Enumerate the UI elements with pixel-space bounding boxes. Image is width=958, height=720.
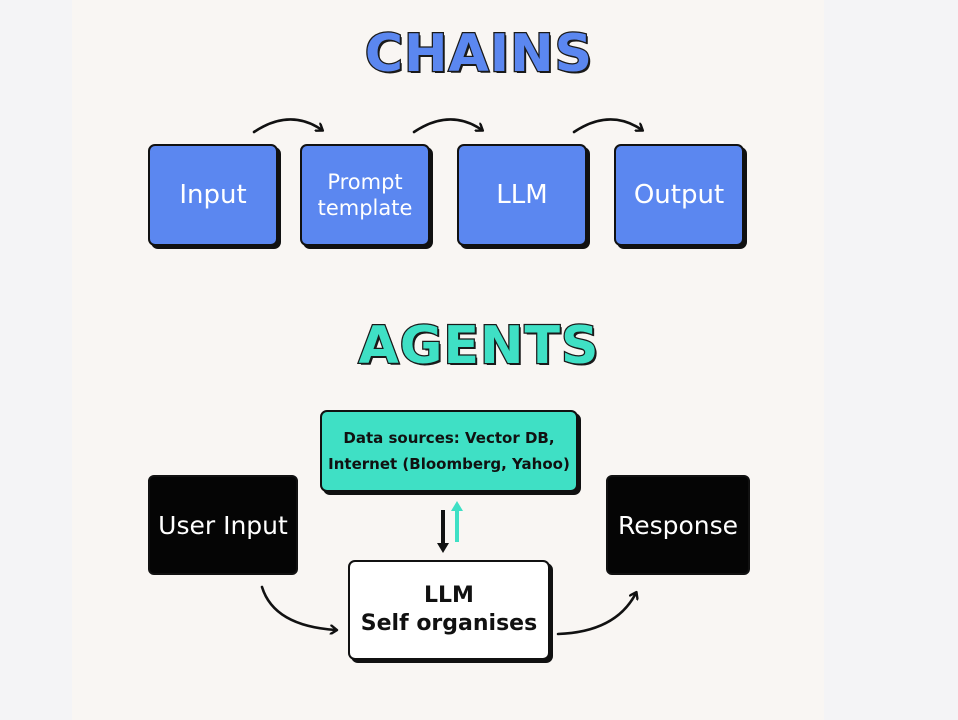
chain-step-label: Prompt template bbox=[317, 170, 413, 220]
chains-title: CHAINS bbox=[364, 23, 594, 86]
chain-step-label: LLM bbox=[496, 180, 548, 210]
response-label: Response bbox=[617, 510, 739, 540]
chain-step-prompt-template: Prompt template bbox=[300, 144, 430, 246]
llm-self-organises-box: LLM Self organises bbox=[348, 560, 550, 660]
llm-self-organises-label: LLM Self organises bbox=[360, 583, 538, 636]
agents-title: AGENTS bbox=[357, 315, 600, 378]
chain-step-label: Input bbox=[179, 180, 247, 210]
chain-step-label: Output bbox=[633, 180, 725, 210]
response-box: Response bbox=[606, 475, 750, 575]
data-sources-label: Data sources: Vector DB, Internet (Bloom… bbox=[328, 429, 570, 473]
chain-step-llm: LLM bbox=[457, 144, 587, 246]
chain-step-output: Output bbox=[614, 144, 744, 246]
user-input-box: User Input bbox=[148, 475, 298, 575]
data-sources-box: Data sources: Vector DB, Internet (Bloom… bbox=[320, 410, 578, 492]
chain-step-input: Input bbox=[148, 144, 278, 246]
user-input-label: User Input bbox=[158, 510, 288, 540]
